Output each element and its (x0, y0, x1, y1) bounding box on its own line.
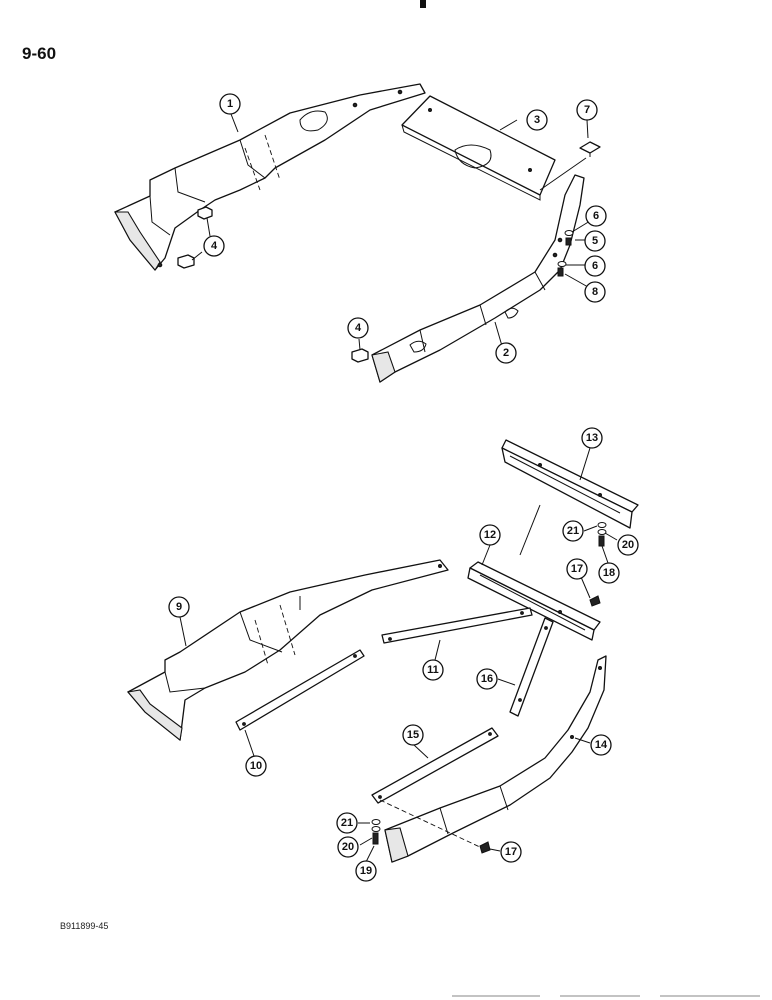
callout-7: 7 (576, 99, 598, 121)
svg-text:6: 6 (593, 210, 599, 222)
svg-text:7: 7 (584, 104, 590, 116)
svg-text:5: 5 (592, 235, 598, 247)
page-top-mark (420, 0, 426, 8)
callout-11: 11 (422, 659, 444, 681)
svg-text:8: 8 (592, 286, 598, 298)
part-7-clip (539, 141, 601, 191)
svg-text:17: 17 (571, 563, 583, 575)
callout-4-lower: 4 (347, 317, 369, 339)
svg-text:13: 13 (586, 432, 598, 444)
callout-4-upper: 4 (203, 235, 225, 257)
part-16-brace (509, 617, 554, 717)
callout-14: 14 (590, 734, 612, 756)
callout-21-upper: 21 (562, 520, 584, 542)
part-9-left-frame (126, 559, 449, 742)
svg-text:18: 18 (603, 567, 615, 579)
svg-text:21: 21 (567, 525, 579, 537)
part-3-panel-plate (401, 95, 556, 201)
svg-text:9: 9 (176, 601, 182, 613)
svg-text:10: 10 (250, 760, 262, 772)
svg-text:4: 4 (211, 240, 218, 252)
callout-9: 9 (168, 596, 190, 618)
callout-6-upper: 6 (585, 205, 607, 227)
callout-12: 12 (479, 524, 501, 546)
callout-20-upper: 20 (617, 534, 639, 556)
svg-text:20: 20 (622, 539, 634, 551)
callout-1: 1 (219, 93, 241, 115)
svg-text:14: 14 (595, 739, 608, 751)
page-number: 9-60 (22, 44, 57, 63)
callout-21-lower: 21 (336, 812, 358, 834)
callout-20-lower: 20 (337, 836, 359, 858)
part-14-right-frame (384, 655, 607, 863)
part-10-brace (235, 649, 365, 731)
part-17-bolt-lower (479, 841, 491, 854)
callout-13: 13 (581, 427, 603, 449)
part-1-left-frame (114, 83, 426, 271)
part-13-channel (501, 439, 639, 529)
svg-text:19: 19 (360, 865, 372, 877)
svg-text:2: 2 (503, 347, 509, 359)
part-11-brace (381, 607, 533, 644)
svg-text:17: 17 (505, 846, 517, 858)
svg-text:4: 4 (355, 322, 362, 334)
svg-text:12: 12 (484, 529, 496, 541)
part-17-bolt-upper (589, 595, 601, 607)
part-15-brace (371, 727, 499, 804)
document-code: B911899-45 (60, 921, 109, 931)
callout-8: 8 (584, 281, 606, 303)
assembly-line-12-13 (519, 504, 541, 556)
svg-text:3: 3 (534, 114, 540, 126)
callout-19: 19 (355, 860, 377, 882)
part-4-spacer-blocks (177, 206, 369, 363)
callout-18: 18 (598, 562, 620, 584)
svg-text:1: 1 (227, 98, 233, 110)
svg-text:11: 11 (427, 664, 439, 676)
callout-17-lower: 17 (500, 841, 522, 863)
svg-text:15: 15 (407, 729, 419, 741)
callout-17-upper: 17 (566, 558, 588, 580)
callout-2: 2 (495, 342, 517, 364)
callout-6-lower: 6 (584, 255, 606, 277)
callout-15: 15 (402, 724, 424, 746)
svg-text:20: 20 (342, 841, 354, 853)
part-2-right-frame (371, 174, 585, 383)
svg-text:21: 21 (341, 817, 353, 829)
assembly-line-15-14 (379, 799, 483, 849)
part-12-crossmember (467, 561, 601, 641)
hardware-18-21 (371, 522, 607, 845)
leader-lines (179, 113, 618, 863)
callout-3: 3 (526, 109, 548, 131)
hardware-5-6-8 (557, 230, 574, 277)
callout-5: 5 (584, 230, 606, 252)
svg-text:16: 16 (481, 673, 493, 685)
callout-16: 16 (476, 668, 498, 690)
svg-text:6: 6 (592, 260, 598, 272)
callout-10: 10 (245, 755, 267, 777)
